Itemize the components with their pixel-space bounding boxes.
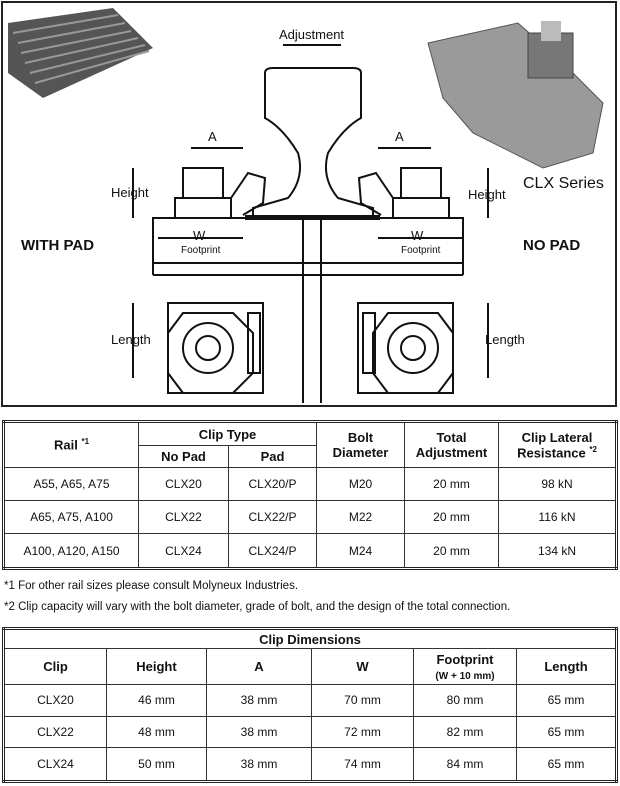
a-header: A [206,648,312,685]
cell: 74 mm [311,747,414,782]
cell: 46 mm [106,684,207,717]
cell: A100, A120, A150 [3,533,139,569]
no-pad-header: No Pad [138,445,229,468]
cell: 72 mm [311,715,414,749]
cell: 20 mm [404,466,499,502]
clip-type-header: Clip Type [138,421,317,446]
pad-image [8,8,153,98]
cell: M22 [316,500,405,535]
clip-diagram: Adjustment A A Height Height W W Footpri… [1,1,617,407]
cell: 134 kN [498,533,617,569]
length-header: Length [516,648,617,685]
cell: A55, A65, A75 [3,466,139,502]
cell: 50 mm [106,747,207,782]
height-label-left: Height [111,185,149,200]
no-pad-label: NO PAD [523,237,581,254]
cell: 82 mm [413,715,517,749]
rail-clip-drawing [8,8,604,403]
footnote-1: *1 For other rail sizes please consult M… [4,580,299,592]
cell: CLX20 [3,684,107,717]
cell: A65, A75, A100 [3,500,139,535]
with-pad-label: WITH PAD [21,237,95,254]
footprint-label-right: Footprint [401,245,441,256]
cell: M20 [316,466,405,502]
a-label-left: A [208,129,217,144]
cell: 38 mm [206,684,312,717]
cell: 48 mm [106,715,207,749]
cell: 65 mm [516,715,617,749]
cell: CLX22 [3,715,107,749]
cell: 84 mm [413,747,517,782]
cell: 98 kN [498,466,617,502]
cell: 70 mm [311,684,414,717]
pad-header: Pad [228,445,317,468]
footnote-2: *2 Clip capacity will vary with the bolt… [4,601,511,613]
clip-dimensions-table: Clip Dimensions Clip Height A W Footprin… [2,627,618,783]
w-label-left: W [193,228,206,243]
adjustment-label: Adjustment [279,27,345,42]
cell: CLX24 [3,747,107,782]
clip-header: Clip [3,648,107,685]
cell: CLX20 [138,466,229,502]
length-label-right: Length [485,332,525,347]
height-header: Height [106,648,207,685]
cell: 38 mm [206,715,312,749]
series-label: CLX Series [523,175,604,192]
length-label-left: Length [111,332,151,347]
footprint-label-left: Footprint [181,245,221,256]
w-label-right: W [411,228,424,243]
cell: CLX20/P [228,466,317,502]
cell: 20 mm [404,500,499,535]
height-label-right: Height [468,187,506,202]
cell: 65 mm [516,684,617,717]
w-header: W [311,648,414,685]
cell: CLX22/P [228,500,317,535]
cell: 116 kN [498,500,617,535]
cell: CLX24/P [228,533,317,569]
clip-dimensions-title: Clip Dimensions [3,628,617,649]
cell: CLX22 [138,500,229,535]
footprint-header: Footprint(W + 10 mm) [413,648,517,685]
cell: 38 mm [206,747,312,782]
cell: 65 mm [516,747,617,782]
cell: 80 mm [413,684,517,717]
cell: M24 [316,533,405,569]
cell: CLX24 [138,533,229,569]
a-label-right: A [395,129,404,144]
rail-header: Rail *1 [3,421,139,468]
cell: 20 mm [404,533,499,569]
clip-photo [427,21,604,169]
